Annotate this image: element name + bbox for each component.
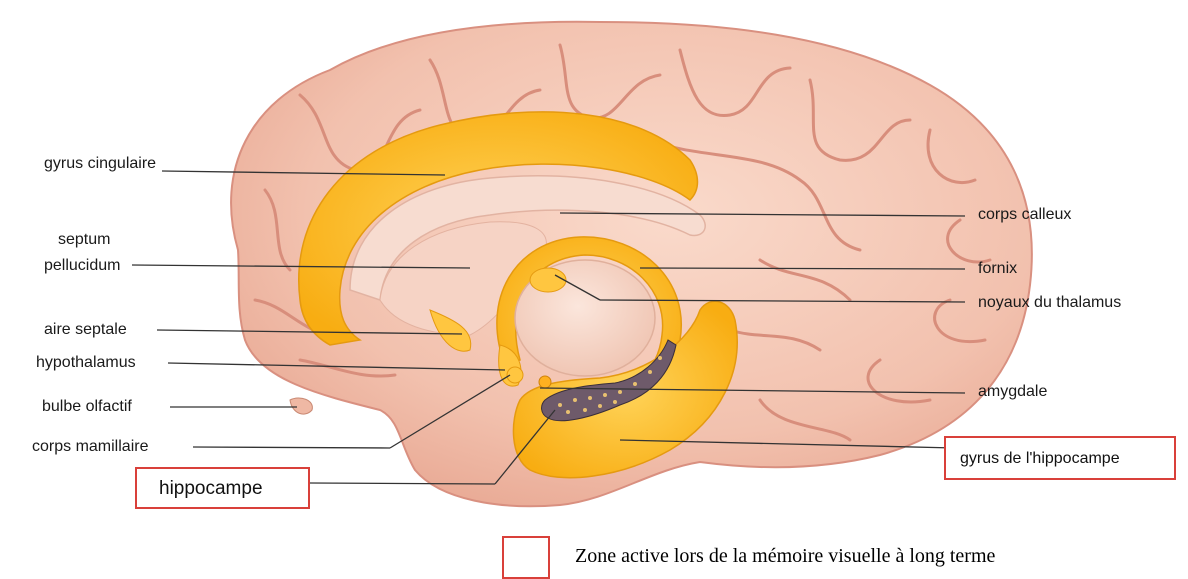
label-fornix: fornix <box>978 261 1017 277</box>
label-aire-septale: aire septale <box>44 322 127 338</box>
label-hippocampe: hippocampe <box>159 479 263 498</box>
label-bulbe-olfactif: bulbe olfactif <box>42 399 132 415</box>
olfactory-bulb <box>290 398 312 414</box>
label-corps-calleux: corps calleux <box>978 207 1071 223</box>
thalamus-nucleus <box>530 268 566 292</box>
hippocampe-highlight-box: hippocampe <box>135 467 310 509</box>
label-corps-mamillaire: corps mamillaire <box>32 439 148 455</box>
label-gyrus-de-lhippocampe: gyrus de l'hippocampe <box>960 451 1120 467</box>
label-noyaux-du-thalamus: noyaux du thalamus <box>978 295 1121 311</box>
legend-swatch <box>502 536 550 579</box>
label-septum: septum <box>58 232 110 248</box>
amygdala-dot <box>539 376 551 388</box>
label-pellucidum: pellucidum <box>44 258 120 274</box>
gyrus-hippocampe-highlight-box: gyrus de l'hippocampe <box>944 436 1176 480</box>
legend-text: Zone active lors de la mémoire visuelle … <box>575 546 995 566</box>
label-gyrus-cingulaire: gyrus cingulaire <box>44 156 156 172</box>
label-amygdale: amygdale <box>978 384 1047 400</box>
label-hypothalamus: hypothalamus <box>36 355 136 371</box>
